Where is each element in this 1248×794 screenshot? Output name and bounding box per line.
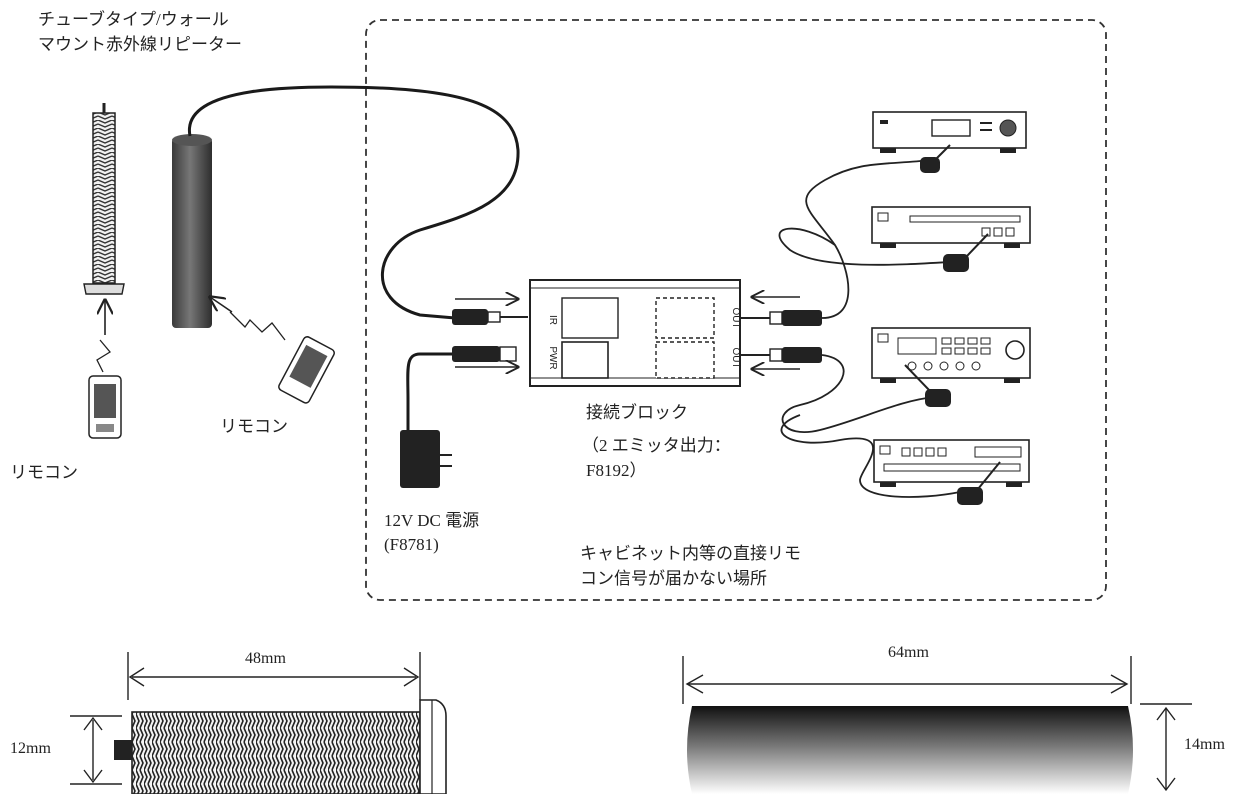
av-device-1-icon [872, 111, 1027, 173]
block-label-line2: （2 エミッタ出力： [582, 436, 731, 455]
tube-diameter-label: 12mm [10, 740, 51, 757]
repeater-title-line2: マウント赤外線リピーター [38, 35, 242, 54]
remote-left-label: リモコン [10, 463, 78, 482]
cabinet-label-line2: コン信号が届かない場所 [580, 569, 767, 588]
cabinet-label-line1: キャビネット内等の直接リモ [580, 544, 801, 563]
emitter-cable-4 [780, 414, 961, 498]
block-label-line3: F8192） [586, 461, 647, 480]
power-supply-label-line1: 12V DC 電源 [384, 511, 480, 530]
cabinet-boundary [365, 19, 1107, 601]
wall-length-label: 64mm [888, 644, 929, 661]
tube-length-label: 48mm [245, 650, 286, 667]
av-device-2-icon [871, 206, 1031, 272]
port-out2-label: OUT [730, 347, 741, 368]
power-plug-icon [406, 346, 517, 432]
port-out1-label: OUT [730, 307, 741, 328]
tube-dimension-drawing [70, 652, 447, 794]
repeater-title-line1: チューブタイプ/ウォール [38, 10, 229, 29]
block-label-line1: 接続ブロック [586, 403, 688, 422]
connection-block-icon: IR PWR OUT OUT [529, 279, 741, 387]
out1-plug-icon [740, 310, 822, 326]
power-supply-label-line2: (F8781) [384, 535, 439, 554]
remote-control-left-icon [88, 375, 122, 439]
wall-mount-repeater-icon [172, 134, 212, 328]
ir-input-plug-icon [452, 309, 528, 325]
emitter-cable-2 [778, 227, 951, 266]
av-device-4-icon [873, 439, 1030, 505]
power-adapter-icon [400, 430, 452, 488]
port-ir-label: IR [547, 315, 558, 325]
emitter-cable-1 [805, 159, 931, 319]
remote-center-label: リモコン [220, 417, 288, 436]
out2-plug-icon [740, 347, 822, 363]
port-pwr-label: PWR [547, 346, 558, 369]
wall-height-label: 14mm [1184, 736, 1225, 753]
av-device-3-icon [871, 327, 1031, 407]
ir-signal-arrow-left [96, 300, 110, 373]
wall-mount-dimension-drawing [682, 656, 1192, 794]
tube-repeater-icon [83, 103, 125, 295]
remote-control-center-icon [278, 336, 335, 404]
ir-signal-arrow-center [210, 297, 286, 341]
repeater-cable [188, 85, 520, 320]
